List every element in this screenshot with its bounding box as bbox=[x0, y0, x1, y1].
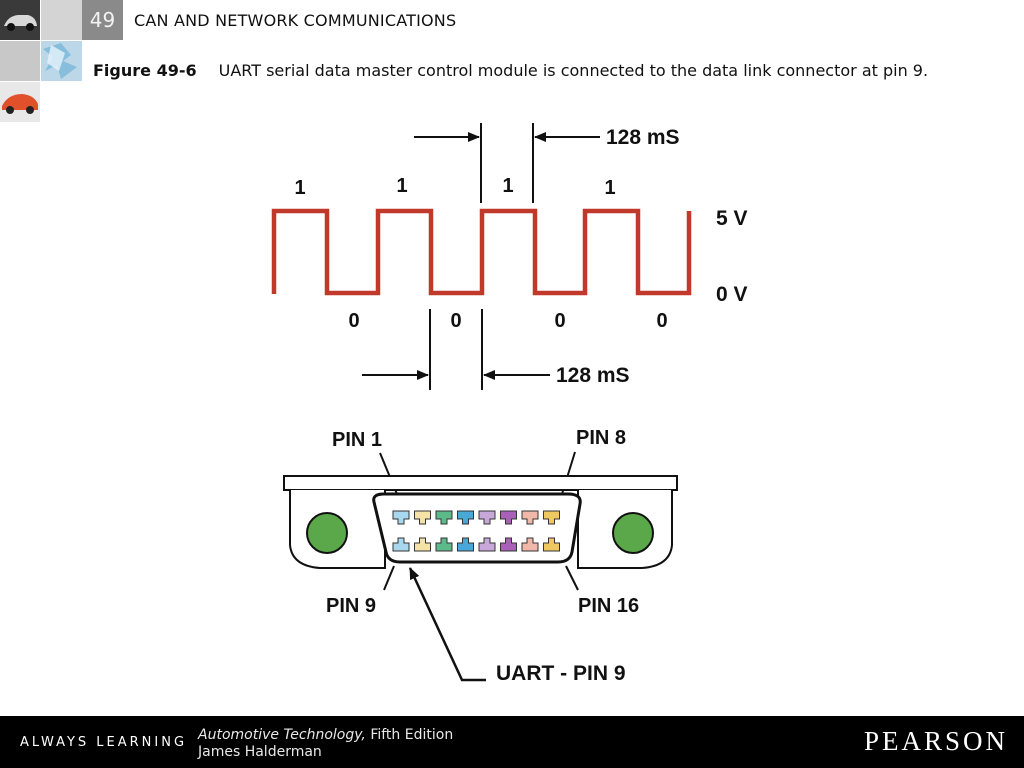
bottom-period-dimension: 128 mS bbox=[362, 309, 630, 390]
publisher-logo: PEARSON bbox=[863, 726, 1008, 756]
pin8-label: PIN 8 bbox=[576, 427, 626, 449]
connector-pin bbox=[521, 537, 539, 552]
connector-pin bbox=[435, 537, 453, 552]
chapter-number: 49 bbox=[82, 0, 123, 40]
bit-low-label: 0 bbox=[554, 310, 565, 332]
connector-pin bbox=[392, 537, 410, 552]
bit-high-label: 1 bbox=[294, 177, 305, 199]
connector-pin bbox=[478, 510, 496, 525]
high-voltage-label: 5 V bbox=[716, 207, 748, 230]
bit-low-label: 0 bbox=[450, 310, 461, 332]
connector-pin bbox=[543, 510, 560, 525]
connector-pin bbox=[478, 537, 496, 552]
connector-pin bbox=[543, 537, 560, 552]
pin16-label: PIN 16 bbox=[578, 595, 639, 617]
connector-pin bbox=[500, 510, 517, 525]
connector-pin bbox=[414, 510, 431, 525]
car-thumbnail bbox=[0, 0, 40, 40]
bottom-period-label: 128 mS bbox=[556, 364, 630, 387]
pin9-leader bbox=[383, 565, 395, 591]
mounting-hole-left bbox=[306, 512, 348, 554]
book-edition: Fifth Edition bbox=[370, 727, 454, 743]
connector-pin bbox=[392, 510, 410, 525]
book-credit: Automotive Technology, Fifth Edition Jam… bbox=[198, 727, 453, 761]
bit-low-label: 0 bbox=[348, 310, 359, 332]
mounting-hole-right bbox=[612, 512, 654, 554]
square-waveform bbox=[271, 208, 692, 296]
pin-socket bbox=[372, 492, 582, 564]
sports-car-thumbnail bbox=[0, 82, 40, 122]
figure-caption: Figure 49-6 UART serial data master contr… bbox=[93, 60, 973, 81]
figure-label: Figure 49-6 bbox=[93, 61, 197, 80]
top-period-label: 128 mS bbox=[606, 126, 680, 149]
connector-edge bbox=[385, 489, 579, 568]
data-link-connector bbox=[283, 475, 678, 569]
uart-label: UART - PIN 9 bbox=[496, 662, 626, 685]
connector-pin bbox=[457, 510, 474, 525]
low-voltage-label: 0 V bbox=[716, 283, 748, 306]
book-author: James Halderman bbox=[198, 744, 322, 760]
grey-thumbnail bbox=[41, 0, 82, 40]
connector-pin bbox=[414, 537, 431, 552]
footer-bar: ALWAYS LEARNING Automotive Technology, F… bbox=[0, 716, 1024, 768]
uart-pointer-arrow bbox=[408, 567, 486, 682]
caption-text: UART serial data master control module i… bbox=[218, 61, 929, 80]
bit-high-label: 1 bbox=[604, 177, 615, 199]
thumbnail-strip bbox=[0, 0, 82, 125]
connector-pin bbox=[500, 537, 517, 552]
footer-tagline: ALWAYS LEARNING bbox=[20, 735, 188, 750]
uart-diagram: 128 mS 1 1 1 1 5 V 0 V 0 0 0 0 128 mS PI… bbox=[271, 123, 748, 685]
connector-pin bbox=[521, 510, 539, 525]
grey-thumbnail bbox=[0, 41, 40, 81]
pin-array bbox=[392, 510, 560, 552]
pin1-label: PIN 1 bbox=[332, 429, 382, 451]
chapter-title: CAN AND NETWORK COMMUNICATIONS bbox=[134, 11, 457, 30]
pin9-label: PIN 9 bbox=[326, 595, 376, 617]
pin16-leader bbox=[565, 565, 579, 591]
bit-high-label: 1 bbox=[396, 175, 407, 197]
crystal-thumbnail bbox=[41, 41, 82, 81]
bit-high-label: 1 bbox=[502, 175, 513, 197]
top-period-dimension: 128 mS bbox=[414, 123, 680, 203]
book-title: Automotive Technology, bbox=[198, 727, 366, 743]
connector-pin bbox=[435, 510, 453, 525]
connector-flange bbox=[283, 475, 678, 491]
connector-pin bbox=[457, 537, 474, 552]
bit-low-label: 0 bbox=[656, 310, 667, 332]
